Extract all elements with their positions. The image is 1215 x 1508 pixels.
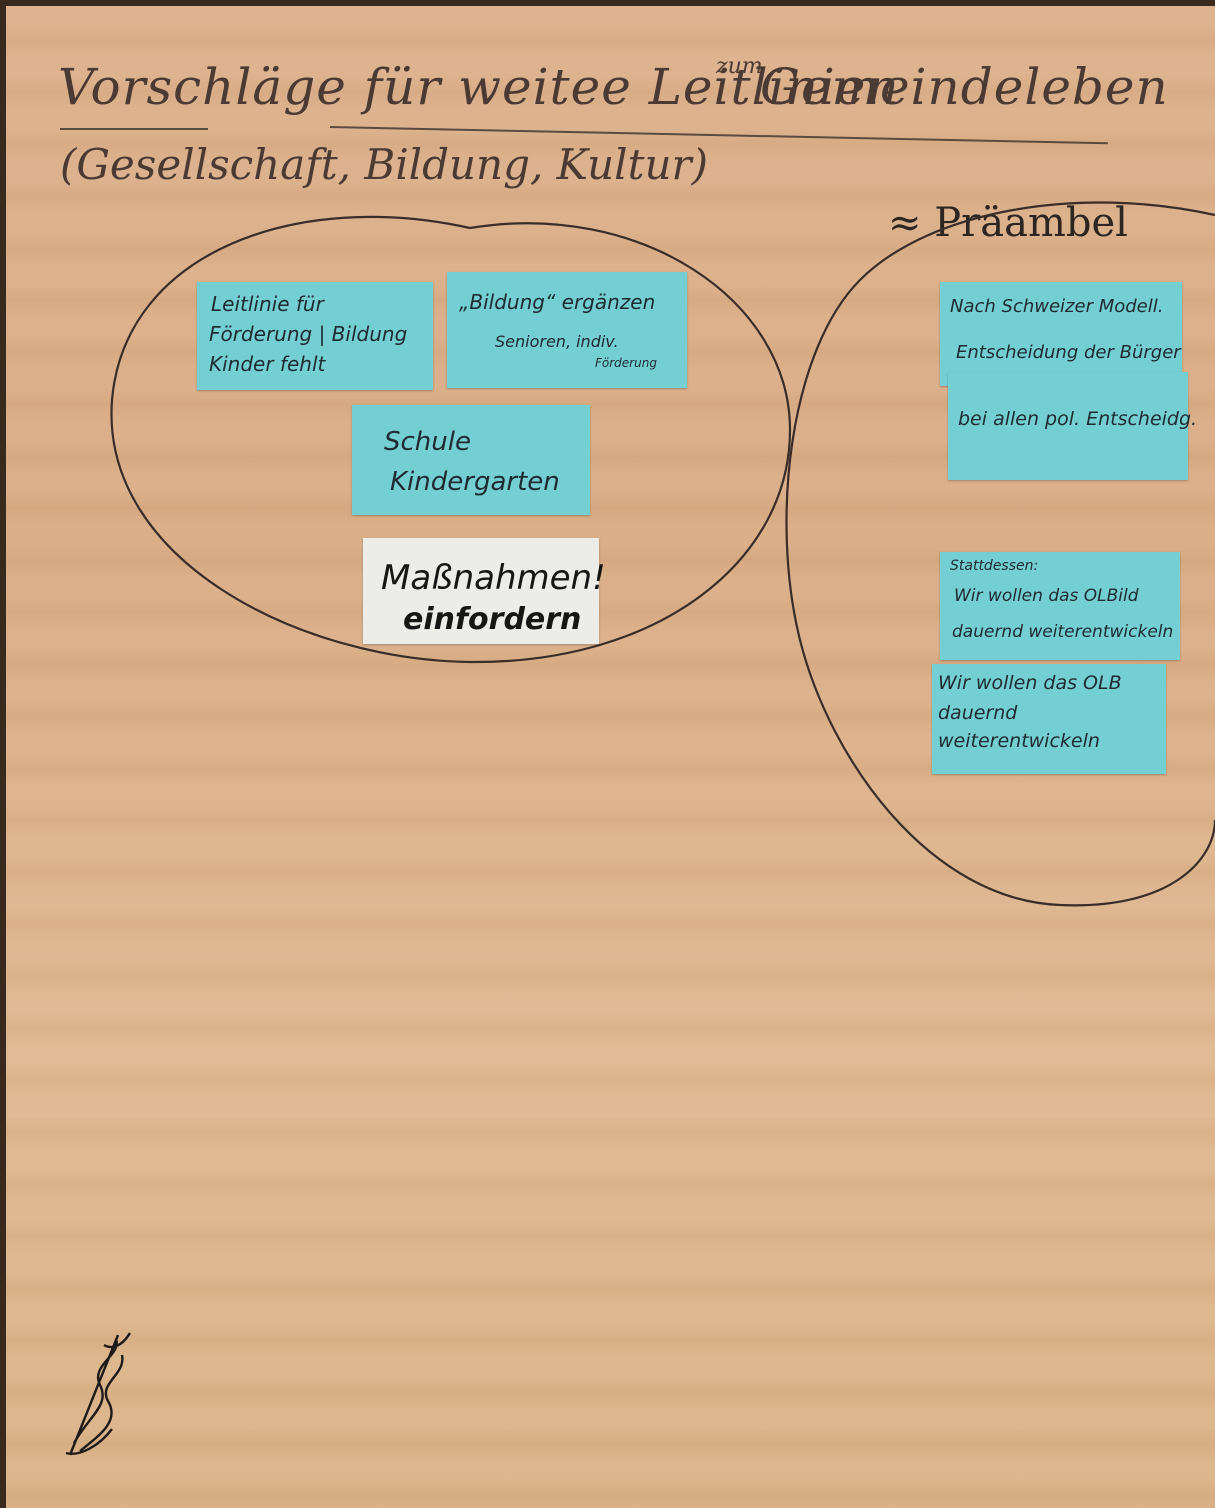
note-line: bei allen pol. Entscheidg.: [958, 408, 1198, 430]
sticky-note: Stattdessen: Wir wollen das OLBild dauer…: [940, 552, 1180, 660]
subtitle: (Gesellschaft, Bildung, Kultur): [60, 140, 708, 189]
sticky-note: Leitlinie für Förderung | Bildung Kinder…: [197, 282, 433, 390]
note-line: Schule: [384, 427, 471, 457]
note-line: Förderung: [595, 356, 657, 370]
note-line: „Bildung“ ergänzen: [459, 290, 656, 314]
note-line: Entscheidung der Bürger: [956, 342, 1181, 363]
note-line: Wir wollen das OLBild: [954, 586, 1139, 606]
note-line: Maßnahmen!: [381, 558, 606, 598]
praeambel-heading: ≈ Präambel: [888, 200, 1128, 246]
note-line: Nach Schweizer Modell.: [950, 296, 1164, 317]
note-line: dauernd weiterentwickeln: [952, 622, 1174, 642]
title-underline-1: [60, 128, 208, 130]
note-line: Wir wollen das OLB: [938, 672, 1122, 694]
right-cluster-circle: [785, 201, 1215, 907]
note-line: Leitlinie für: [211, 292, 324, 316]
note-line: einfordern: [403, 602, 582, 637]
sticky-note: bei allen pol. Entscheidg.: [948, 372, 1197, 480]
note-line: Senioren, indiv.: [495, 332, 619, 351]
title-main: Vorschläge für weitee Leitlinien: [58, 58, 900, 116]
sticky-note: Maßnahmen! einfordern: [363, 538, 606, 644]
sticky-note: „Bildung“ ergänzen Senioren, indiv. Förd…: [447, 272, 687, 388]
title-superscript: zum: [716, 54, 763, 79]
page-title: Vorschläge für weitee Leitlinien: [58, 58, 900, 116]
title-tail: Gemeindeleben: [760, 58, 1169, 116]
sticky-note: Wir wollen das OLB dauernd weiterentwick…: [932, 664, 1166, 774]
signature-scribble-icon: [65, 1332, 132, 1456]
sticky-note: Nach Schweizer Modell. Entscheidung der …: [940, 282, 1182, 386]
note-line: Stattdessen:: [950, 558, 1039, 574]
left-cluster-circle: [110, 215, 792, 664]
note-line: Förderung | Bildung: [209, 322, 408, 346]
note-line: dauernd: [938, 702, 1018, 724]
note-line: Kinder fehlt: [209, 352, 326, 376]
note-line: weiterentwickeln: [938, 730, 1100, 752]
sticky-note: Schule Kindergarten: [352, 405, 590, 515]
note-line: Kindergarten: [390, 467, 560, 497]
